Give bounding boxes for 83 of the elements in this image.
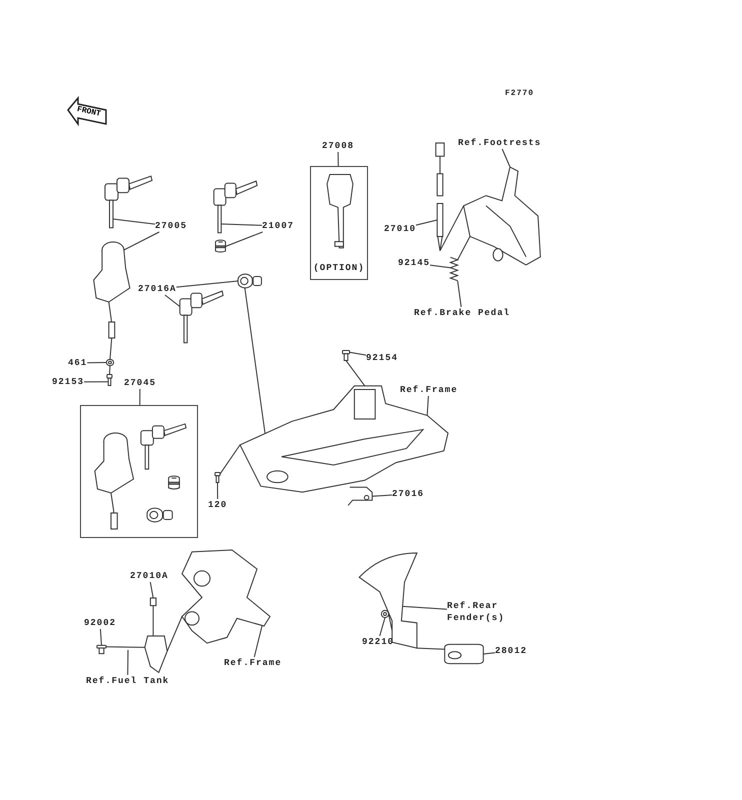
- rear-fender-drawing: [358, 553, 420, 650]
- leader-line: [139, 388, 140, 406]
- leader-line: [426, 396, 429, 416]
- leader-line: [482, 652, 496, 654]
- part-number: 27045: [124, 377, 156, 389]
- part-number: 28012: [495, 645, 528, 657]
- bolt-drawing: [341, 350, 351, 361]
- assembly-line: [219, 444, 240, 475]
- reference-label: Ref.Rear Fender(s): [447, 600, 532, 624]
- option-note: (OPTION): [312, 263, 366, 273]
- key-pair-drawing: [103, 175, 153, 230]
- leader-line: [372, 494, 392, 497]
- part-number: 92153: [52, 376, 84, 388]
- leader-line: [338, 152, 339, 166]
- key-pair-drawing: [212, 180, 258, 235]
- leader-line: [502, 148, 510, 168]
- leader-line: [112, 218, 156, 225]
- part-number: 27016: [392, 488, 424, 500]
- part-number: 92154: [366, 352, 398, 364]
- front-arrow-sign: [66, 96, 108, 128]
- part-number: 461: [68, 357, 88, 369]
- part-number: 27010A: [130, 570, 168, 582]
- leader-line: [254, 626, 262, 658]
- part-number: 27005: [155, 220, 188, 232]
- lock-cylinder-drawing: [146, 506, 174, 524]
- leader-line: [123, 232, 160, 250]
- leader-line: [457, 280, 462, 308]
- leader-line: [164, 294, 180, 307]
- reference-label: Ref.Frame: [400, 384, 458, 396]
- leader-line: [127, 650, 128, 676]
- assembly-line: [416, 648, 446, 650]
- leader-line: [402, 606, 448, 610]
- bolt-drawing: [95, 645, 108, 654]
- reflector-drawing: [443, 642, 485, 666]
- part-number: 92145: [398, 257, 430, 269]
- cylinder-drawing: [215, 240, 226, 253]
- leader-line: [220, 224, 262, 226]
- leader-line: [416, 220, 438, 226]
- assembly-line: [388, 614, 393, 632]
- footrest-drawing: [462, 165, 542, 267]
- figure-code: F2770: [505, 88, 534, 100]
- assembly-line: [244, 287, 266, 434]
- bolt-drawing: [214, 472, 221, 483]
- lock-cylinder-drawing: [237, 272, 263, 290]
- leader-line: [224, 232, 264, 247]
- key-pair-drawing: [178, 290, 224, 345]
- assembly-line: [166, 616, 182, 652]
- nut-drawing: [381, 610, 389, 618]
- option-panel: [310, 166, 368, 280]
- leader-line: [217, 482, 218, 500]
- reference-label: Ref.Frame: [224, 657, 282, 669]
- part-number: 27016A: [138, 283, 176, 295]
- leader-line: [379, 617, 386, 636]
- washer-drawing: [106, 359, 114, 366]
- assembly-line: [106, 646, 146, 648]
- leader-line: [150, 582, 154, 598]
- spring-drawing: [448, 256, 460, 282]
- kit-panel: [80, 405, 198, 538]
- key-pair-drawing: [139, 423, 187, 471]
- part-number: 27008: [322, 140, 354, 152]
- assembly-line: [440, 205, 464, 252]
- bolt-drawing: [106, 374, 113, 386]
- leader-line: [86, 362, 107, 364]
- part-number: 27010: [384, 223, 416, 235]
- part-number: 92002: [84, 617, 116, 629]
- part-number: 120: [208, 499, 228, 511]
- leader-line: [176, 280, 238, 288]
- leader-line: [84, 381, 109, 382]
- leader-line: [100, 628, 102, 646]
- part-number: 21007: [262, 220, 294, 232]
- assembly-line: [110, 338, 112, 360]
- fuel-switch-drawing: [142, 598, 170, 674]
- reference-label: Ref.Footrests: [458, 137, 542, 149]
- part-number: 92210: [362, 636, 394, 648]
- leader-line: [430, 264, 451, 268]
- assembly-line: [457, 236, 470, 260]
- switch-drawing: [433, 143, 447, 253]
- sign-text: FRONT: [76, 105, 102, 119]
- cylinder-drawing: [168, 476, 180, 490]
- assembly-line: [346, 360, 366, 386]
- reference-label: Ref.Brake Pedal: [414, 307, 510, 319]
- reference-label: Ref.Fuel Tank: [86, 675, 170, 687]
- leader-line: [349, 352, 366, 356]
